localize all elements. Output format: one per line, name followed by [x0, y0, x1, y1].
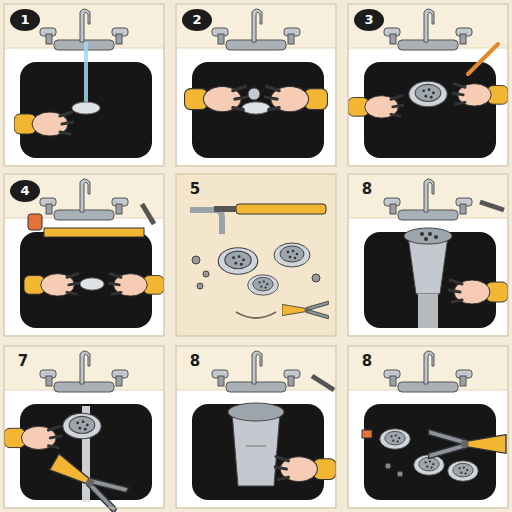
callout-number: 4 [10, 180, 40, 202]
callout-number: 2 [182, 9, 212, 31]
callout-number: 8 [352, 350, 382, 372]
callout-number: 7 [8, 350, 38, 372]
callout-number: 1 [10, 9, 40, 31]
callout-number: 5 [180, 178, 210, 200]
callout-number: 8 [352, 178, 382, 200]
callout-number: 8 [180, 350, 210, 372]
callout-number: 3 [354, 9, 384, 31]
